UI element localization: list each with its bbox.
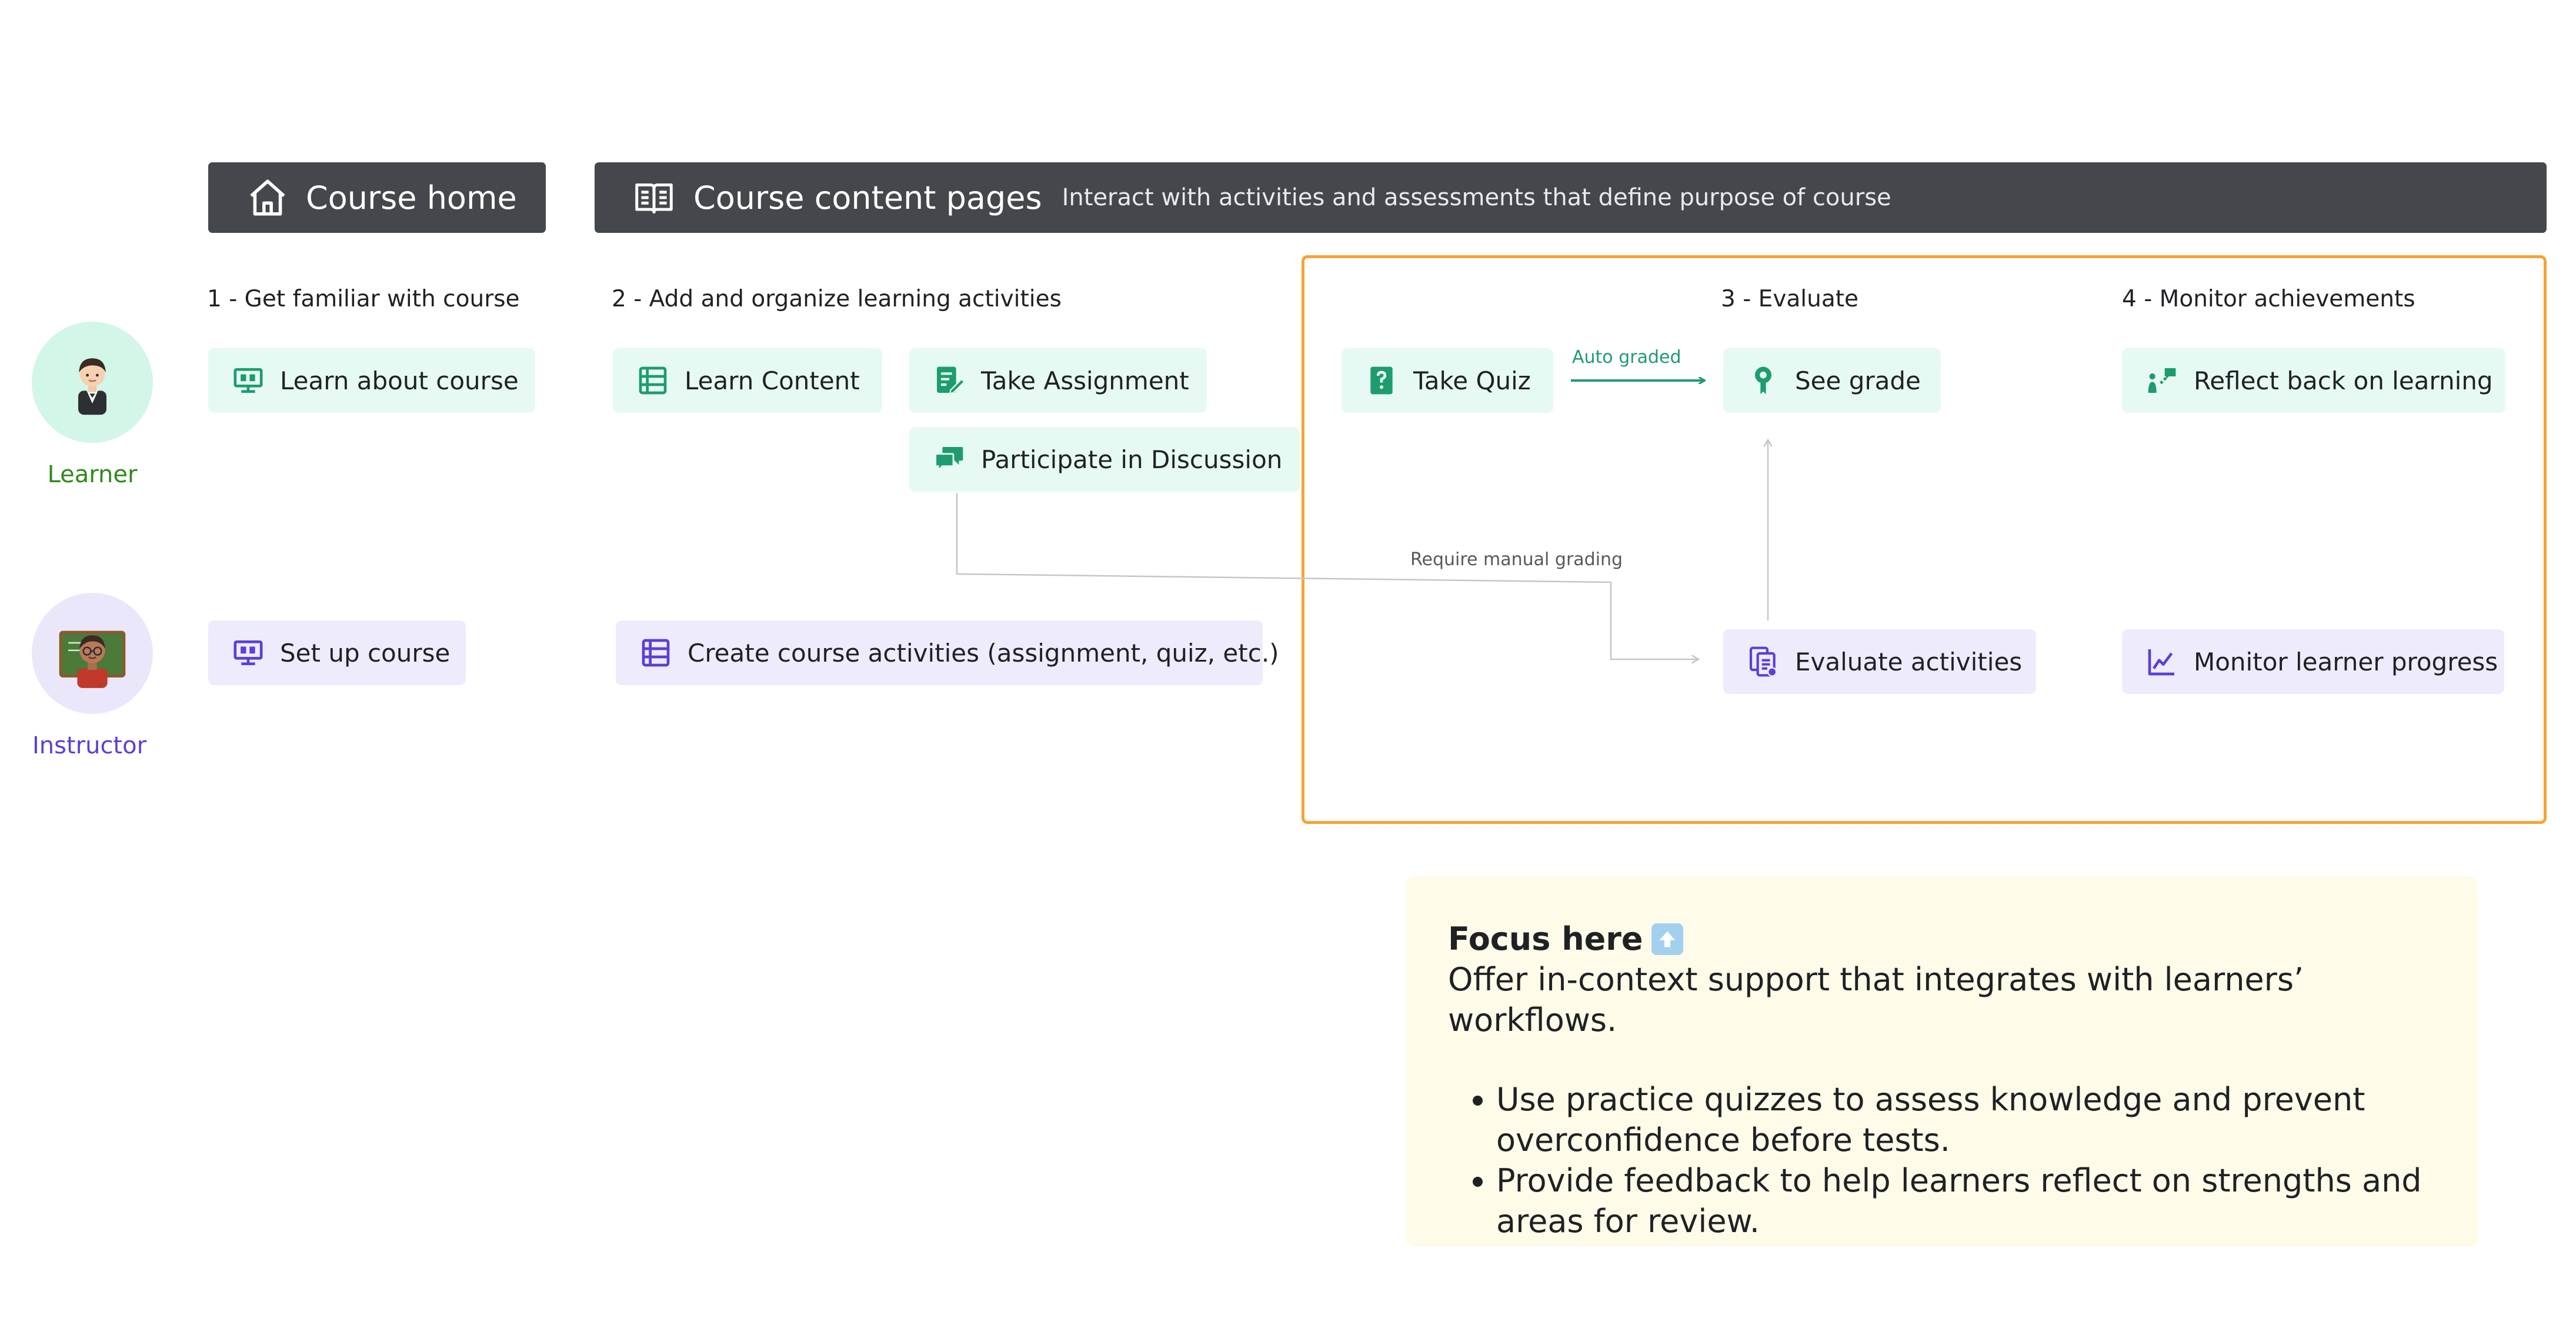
learn-content-node[interactable]: Learn Content	[613, 348, 882, 413]
see-grade-node[interactable]: See grade	[1723, 348, 1941, 413]
auto-graded-label: Auto graded	[1572, 347, 1681, 368]
edit-icon	[937, 366, 966, 395]
focus-region	[1302, 255, 2547, 824]
chat-icon	[935, 447, 963, 473]
presentation-icon	[233, 640, 263, 665]
course-content-description: Interact with activities and assessments…	[1062, 184, 1891, 211]
participate-discussion-node[interactable]: Participate in Discussion	[909, 427, 1300, 492]
stage-4-label: 4 - Monitor achievements	[2122, 286, 2415, 312]
person-emoji-icon	[78, 358, 106, 415]
focus-note-intro: Offer in-context support that integrates…	[1448, 961, 2304, 1039]
manual-grading-connector	[956, 493, 1699, 659]
take-assignment-label: Take Assignment	[981, 366, 1189, 395]
course-content-title: Course content pages	[693, 179, 1042, 216]
chart-icon	[2148, 649, 2174, 676]
focus-note-bullet: Use practice quizzes to assess knowledge…	[1496, 1079, 2437, 1160]
reflect-learning-label: Reflect back on learning	[2194, 366, 2493, 395]
stage-3-label: 3 - Evaluate	[1721, 286, 1859, 312]
monitor-progress-label: Monitor learner progress	[2194, 647, 2498, 676]
question-icon	[1370, 366, 1393, 395]
course-home-banner: Course home	[208, 162, 546, 233]
learner-avatar	[32, 322, 153, 443]
arrow-up-icon	[1651, 923, 1683, 955]
instructor-avatar	[32, 593, 153, 714]
presentation-icon	[233, 368, 263, 393]
reflect-icon	[2148, 368, 2176, 393]
stage-2-label: 2 - Add and organize learning activities	[612, 286, 1062, 312]
create-activities-node[interactable]: Create course activities (assignment, qu…	[616, 620, 1279, 685]
learn-about-course-node[interactable]: Learn about course	[208, 348, 535, 413]
reflect-learning-node[interactable]: Reflect back on learning	[2122, 348, 2505, 413]
setup-course-node[interactable]: Set up course	[208, 620, 466, 685]
take-quiz-label: Take Quiz	[1413, 366, 1531, 395]
manual-grading-label: Require manual grading	[1410, 549, 1623, 570]
setup-course-label: Set up course	[280, 638, 451, 667]
learn-content-label: Learn Content	[685, 366, 860, 395]
monitor-progress-node[interactable]: Monitor learner progress	[2122, 629, 2504, 694]
evaluate-activities-node[interactable]: Evaluate activities	[1723, 629, 2036, 694]
focus-note-bullet: Provide feedback to help learners reflec…	[1496, 1160, 2437, 1241]
evaluate-activities-label: Evaluate activities	[1795, 647, 2023, 676]
focus-note-title: Focus here	[1448, 920, 1643, 957]
learn-about-course-label: Learn about course	[280, 366, 519, 395]
book-icon	[635, 183, 673, 214]
focus-note: Focus here Offer in-context support that…	[1406, 876, 2478, 1247]
see-grade-label: See grade	[1795, 366, 1921, 395]
list-icon	[642, 639, 670, 667]
focus-note-title-row: Focus here	[1448, 919, 2437, 959]
list-icon	[639, 366, 667, 395]
course-home-title: Course home	[306, 179, 517, 216]
documents-icon	[1749, 646, 1777, 677]
take-quiz-node[interactable]: Take Quiz	[1342, 348, 1553, 413]
learner-role-label: Learner	[47, 461, 138, 488]
participate-discussion-label: Participate in Discussion	[981, 445, 1283, 474]
take-assignment-node[interactable]: Take Assignment	[909, 348, 1207, 413]
house-icon	[250, 179, 285, 216]
course-content-banner: Course content pages Interact with activ…	[595, 162, 2547, 233]
stage-1-label: 1 - Get familiar with course	[207, 286, 520, 312]
instructor-role-label: Instructor	[32, 732, 147, 759]
teacher-emoji-icon	[59, 630, 126, 688]
ribbon-icon	[1755, 366, 1771, 395]
create-activities-label: Create course activities (assignment, qu…	[688, 638, 1279, 667]
focus-note-list: Use practice quizzes to assess knowledge…	[1448, 1079, 2437, 1241]
